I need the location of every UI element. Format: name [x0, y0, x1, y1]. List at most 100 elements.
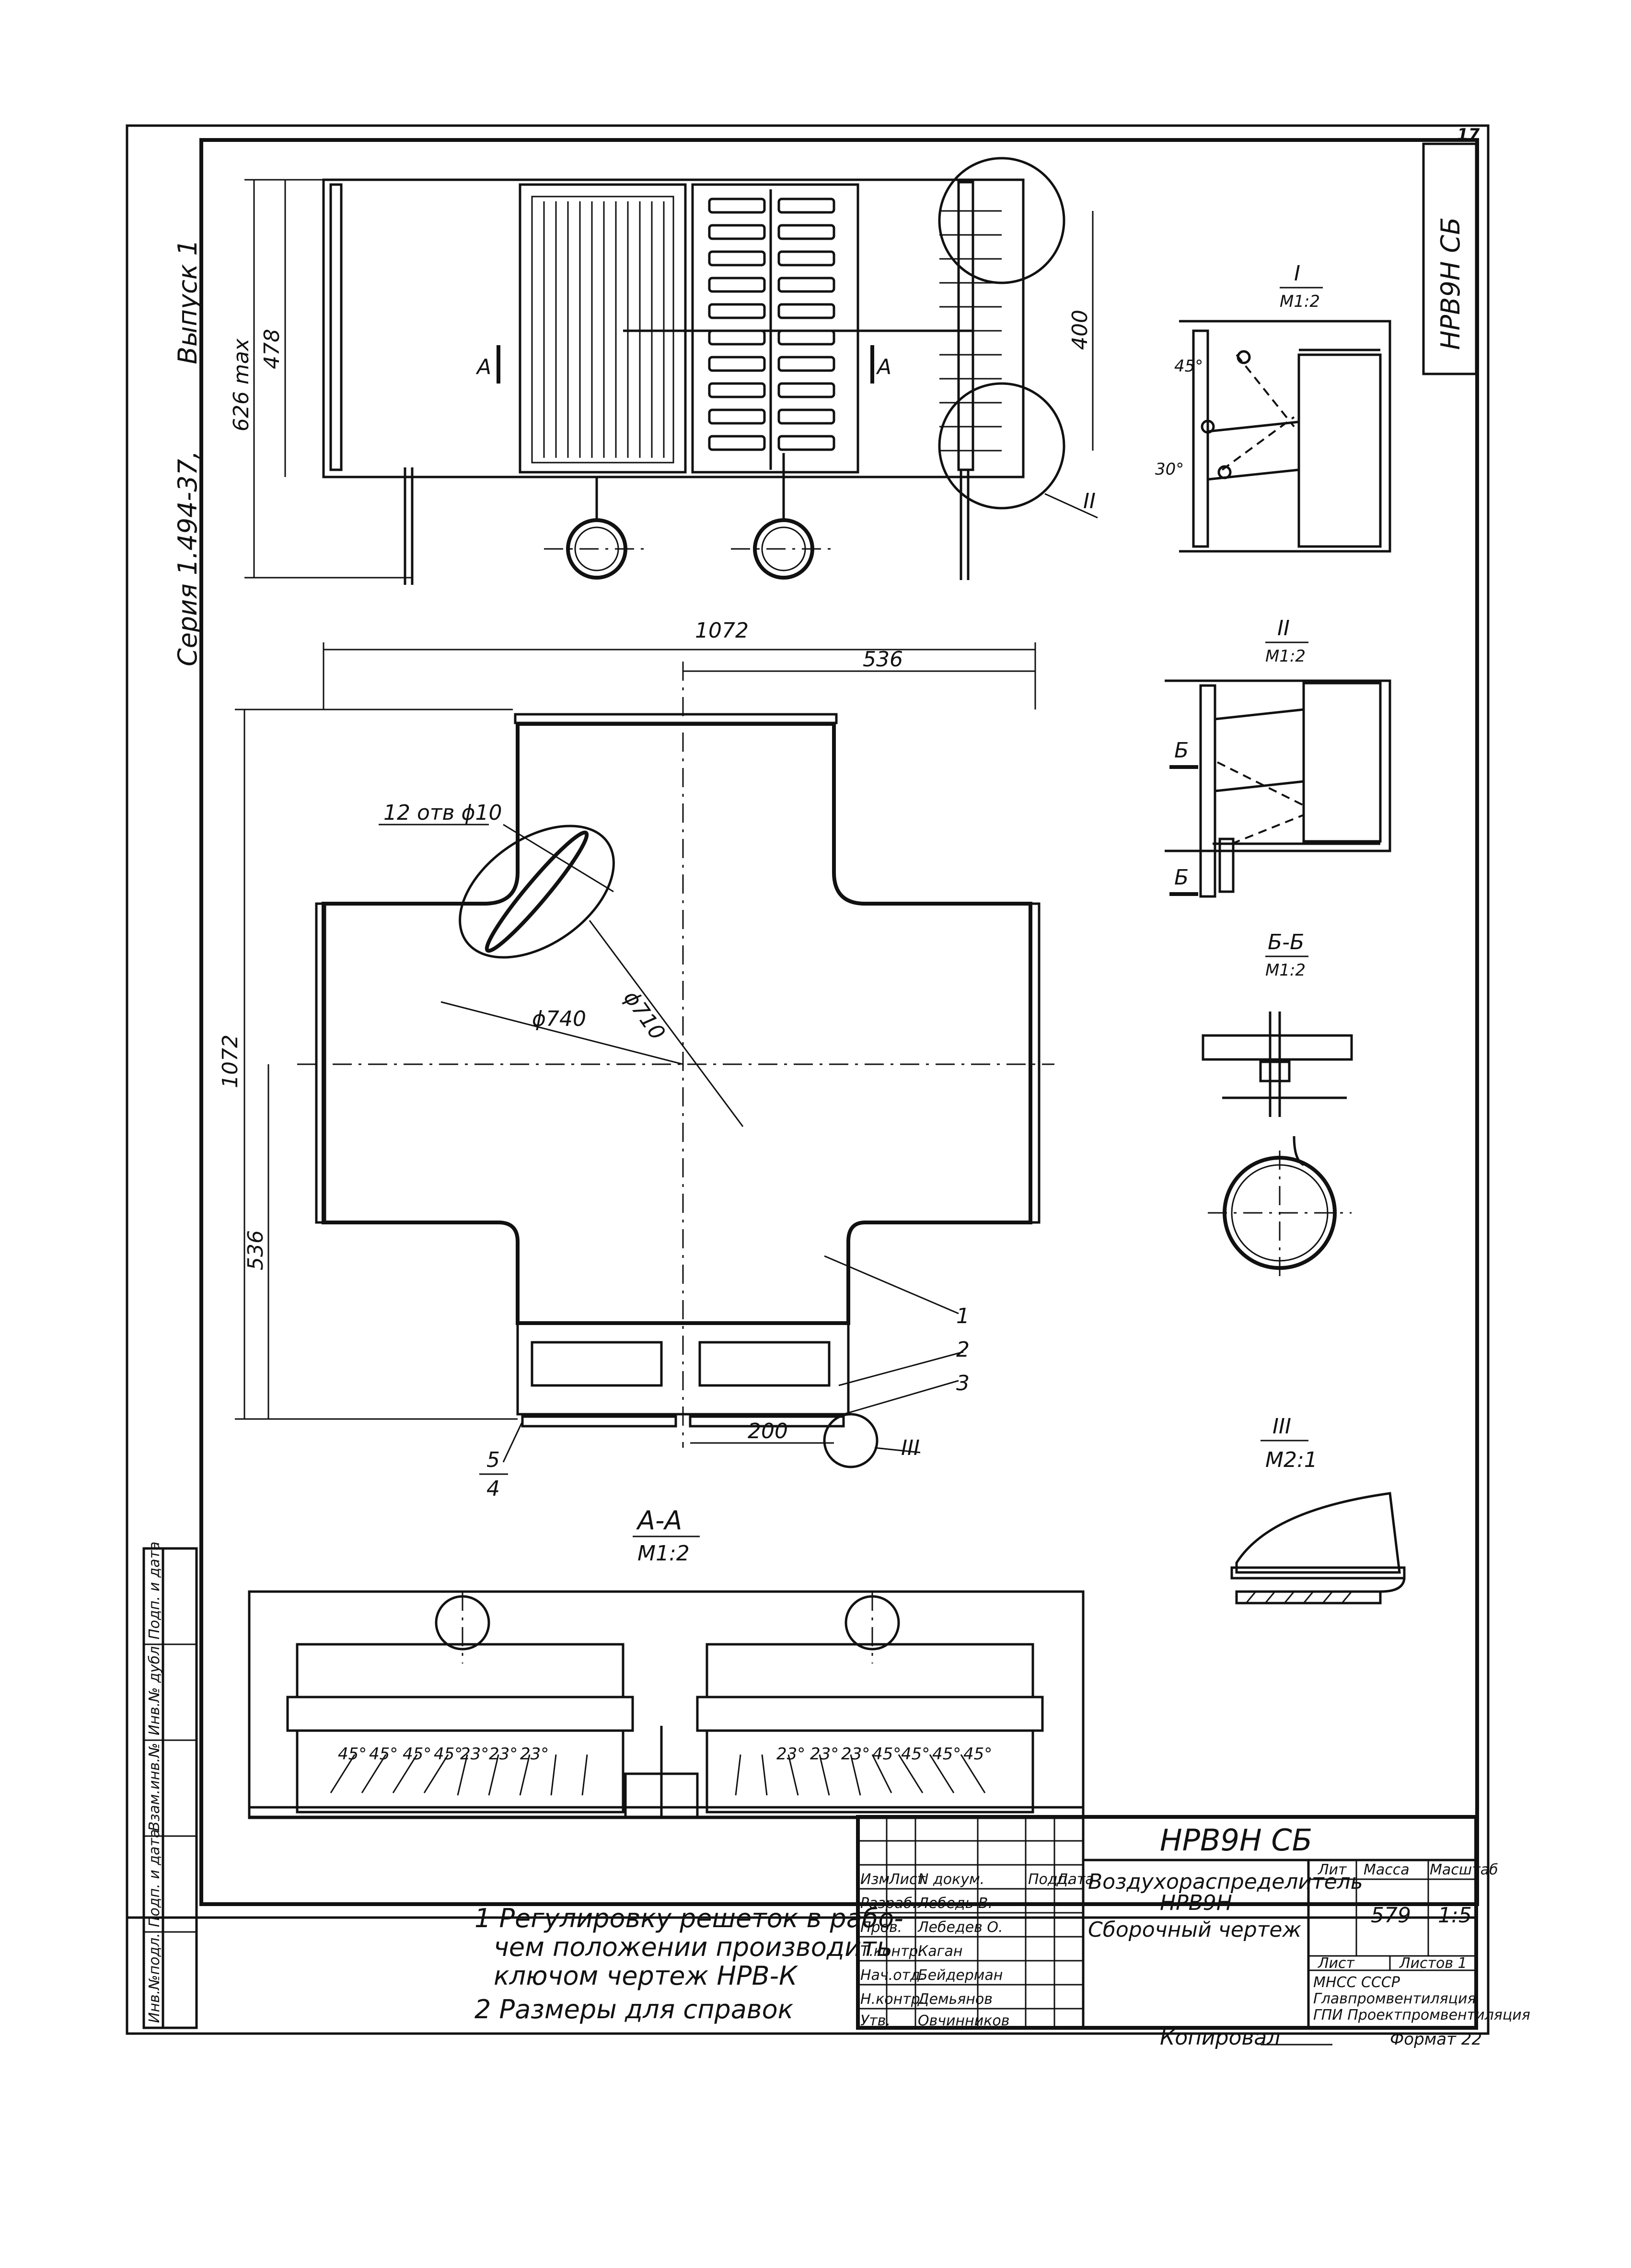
aa-angle-r5: 45° [932, 1745, 961, 1764]
aa-angle-l1: 45° [369, 1745, 398, 1764]
page-number: 17 [1457, 125, 1480, 144]
row-role-4: Н.контр. [860, 1991, 925, 2008]
dim-height-max: 626 max [229, 338, 254, 431]
detail-two-marker-a: Б [1174, 738, 1189, 763]
aa-angle-l3: 45° [434, 1745, 463, 1764]
detail-one-angle-a: 45° [1174, 357, 1203, 376]
aa-angle-r4: 45° [901, 1745, 930, 1764]
aa-angle-l5: 23° [489, 1745, 518, 1764]
title-name: Воздухораспределитель НРВ9Н [1088, 1870, 1370, 1915]
pos-2: 2 [956, 1338, 970, 1362]
issue-label: Выпуск 1 [173, 239, 203, 364]
row-name-1: Лебедев О. [917, 1919, 1003, 1936]
notes: 1 Регулировку решеток в рабо- чем положе… [474, 1903, 912, 2024]
dim-1072-left: 1072 [218, 1035, 243, 1088]
aa-angle-r2: 23° [841, 1745, 870, 1764]
col-list: Лист [889, 1871, 926, 1888]
col-sign: Подп. [1028, 1871, 1072, 1888]
detail-three-scale: М2:1 [1265, 1448, 1318, 1472]
row-role-5: Утв. [860, 2012, 891, 2029]
code-stamp-box [1422, 142, 1478, 375]
sheet-label: Лист [1318, 1955, 1355, 1972]
aa-angle-l0: 45° [338, 1745, 367, 1764]
callout-three-label: III [901, 1436, 920, 1460]
section-aa-scale: М1:2 [637, 1541, 690, 1566]
aa-angle-r0: 23° [776, 1745, 805, 1764]
top-view: II А А 626 max 478 400 [229, 157, 1098, 585]
dim-1072-top: 1072 [695, 618, 749, 643]
aa-angle-r1: 23° [810, 1745, 839, 1764]
aa-angle-l4: 23° [460, 1745, 489, 1764]
mass-value: 579 [1371, 1903, 1411, 1928]
row-name-3: Бейдерман [918, 1967, 1003, 1984]
section-aa: А-А М1:2 45° 45° [248, 1505, 1085, 1819]
col-izm: Изм [860, 1871, 890, 1888]
pos-1: 1 [956, 1304, 970, 1328]
detail-one-scale: М1:2 [1280, 292, 1320, 311]
side-stamp-1: Подп. и дата [146, 1829, 163, 1927]
detail-one: I М1:2 45° 30° [1155, 261, 1391, 553]
section-bb: Б-Б М1:2 [1202, 930, 1353, 1280]
section-bb-scale: М1:2 [1265, 961, 1306, 980]
sheets-label: Листов 1 [1399, 1955, 1467, 1972]
inner-frame [199, 138, 1479, 1906]
note-2: 2 Размеры для справок [474, 1994, 794, 2024]
plan-view: 12 отв ϕ10 ϕ740 ϕ710 1072 536 1072 536 2… [218, 618, 1054, 1501]
row-role-1: Пров. [860, 1919, 902, 1936]
aa-angle-l2: 45° [403, 1745, 431, 1764]
scale-label: Масштаб [1430, 1861, 1498, 1878]
side-stamp: Подп. и дата Инв.№ дубл. Взам.инв.№ Подп… [142, 1542, 198, 2029]
mass-label: Масса [1364, 1861, 1410, 1878]
code-stamp: НРВ9Н СБ [1435, 217, 1466, 350]
detail-one-num: I [1294, 261, 1300, 286]
pos-4: 4 [486, 1477, 500, 1501]
detail-three: III М2:1 [1230, 1414, 1406, 1605]
outer-frame [126, 124, 1490, 2035]
row-role-3: Нач.отд. [860, 1967, 925, 1984]
dim-200: 200 [748, 1419, 788, 1443]
aa-angle-r6: 45° [963, 1745, 992, 1764]
title-doc-type: Сборочный чертеж [1088, 1918, 1301, 1942]
side-stamp-0: Инв.№подл. [146, 1933, 163, 2023]
copied-by: Копировал [1160, 2025, 1280, 2050]
section-aa-title: А-А [636, 1505, 682, 1535]
detail-three-num: III [1272, 1414, 1291, 1439]
dia-740: ϕ740 [532, 1007, 586, 1031]
col-date: Дата [1056, 1871, 1094, 1888]
side-stamp-4: Подп. и дата [146, 1542, 163, 1640]
section-bb-title: Б-Б [1268, 930, 1304, 954]
pos-5: 5 [486, 1448, 500, 1472]
org-label: МНСС СССР Главпромвентиляция ГПИ Проектп… [1313, 1974, 1530, 2024]
section-marker-right: А [876, 355, 891, 379]
col-doc: N докум. [918, 1871, 984, 1888]
aa-angle-l6: 23° [520, 1745, 549, 1764]
row-role-2: Т.контр. [860, 1943, 923, 1960]
callout-two-label: II [1083, 489, 1096, 513]
section-marker-left: А [475, 355, 491, 379]
row-role-0: Разраб. [860, 1895, 917, 1912]
row-name-4: Демьянов [917, 1991, 993, 2008]
detail-two-scale: М1:2 [1265, 647, 1306, 666]
row-name-0: Лебедь В. [917, 1895, 993, 1912]
side-stamp-3: Инв.№ дубл. [146, 1641, 163, 1735]
row-name-5: Овчинников [918, 2012, 1009, 2029]
row-name-2: Каган [918, 1943, 962, 1960]
dim-400: 400 [1068, 310, 1092, 350]
detail-two-num: II [1277, 616, 1290, 640]
dim-536-top: 536 [863, 647, 903, 672]
side-stamp-2: Взам.инв.№ [146, 1743, 163, 1831]
scale-value: 1:5 [1438, 1903, 1472, 1928]
format-label: Формат 22 [1390, 2030, 1482, 2049]
title-code: НРВ9Н СБ [1160, 1823, 1312, 1858]
title-block: НРВ9Н СБ Изм Лист N докум. Подп. Дата Ра… [856, 1815, 1530, 2030]
note-1: 1 Регулировку решеток в рабо- чем положе… [474, 1903, 912, 1991]
lit-label: Лит [1318, 1861, 1347, 1878]
dim-height-478: 478 [260, 329, 284, 369]
holes-label: 12 отв ϕ10 [383, 801, 502, 825]
dia-710: ϕ710 [619, 986, 670, 1045]
aa-angle-r3: 45° [872, 1745, 901, 1764]
pos-3: 3 [956, 1371, 970, 1396]
detail-one-angle-b: 30° [1155, 460, 1184, 479]
series-label: Серия 1.494-37, [173, 451, 203, 666]
